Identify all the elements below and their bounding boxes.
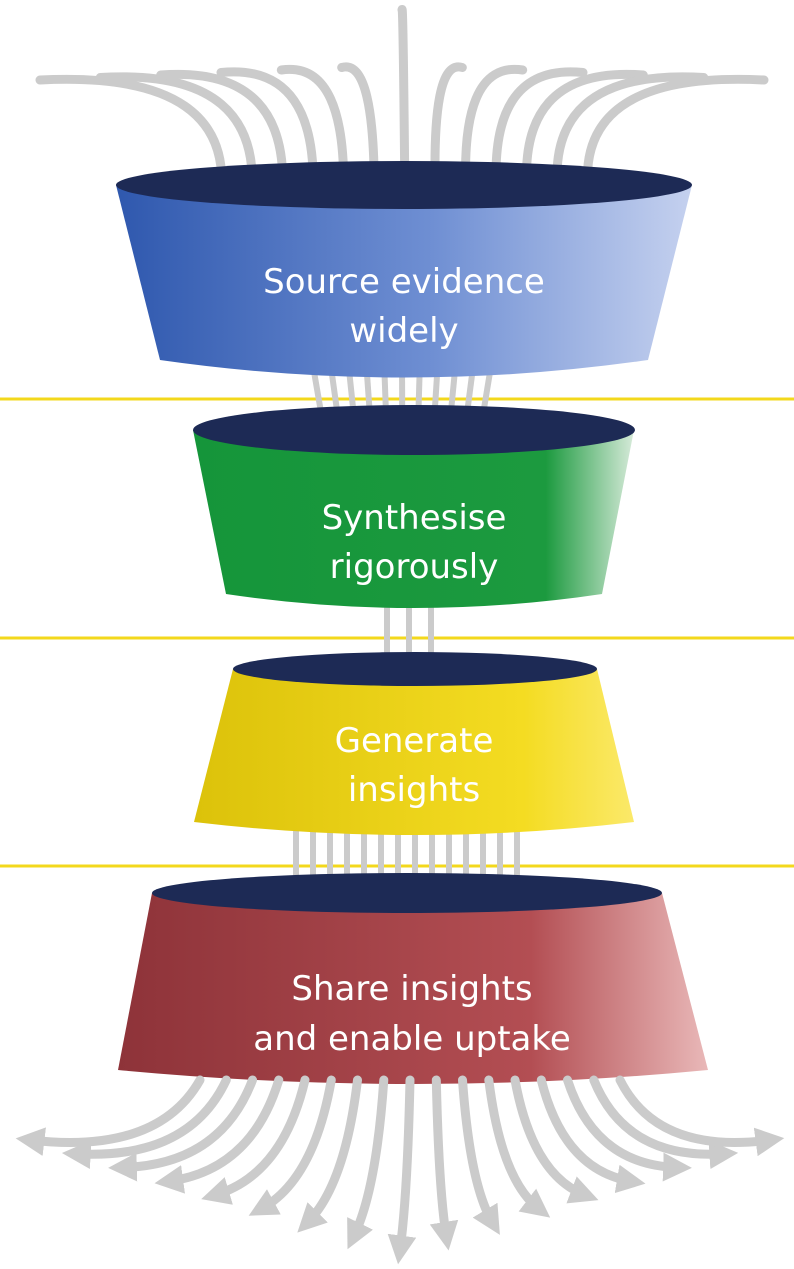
outgoing-arrow bbox=[589, 1075, 739, 1170]
incoming-flow-line bbox=[397, 5, 410, 210]
outgoing-arrow bbox=[61, 1075, 231, 1169]
stage-synthesise: Synthesise rigorously bbox=[193, 405, 635, 608]
funnel-body-generate bbox=[194, 669, 634, 835]
stage-label-line1: Source evidence bbox=[263, 262, 545, 302]
funnel-opening-generate bbox=[233, 652, 597, 686]
stage-label-line2: insights bbox=[348, 770, 480, 810]
funnel-opening-share bbox=[152, 873, 662, 913]
stage-label-line1: Synthesise bbox=[322, 498, 507, 538]
stage-label-line2: and enable uptake bbox=[253, 1019, 571, 1059]
outgoing-arrow bbox=[536, 1075, 646, 1194]
funnel-body-share-fill bbox=[118, 893, 708, 1084]
stage-label-line2: rigorously bbox=[330, 547, 499, 587]
stage-label-line2: widely bbox=[349, 311, 458, 351]
stage-label-line1: Generate bbox=[335, 721, 494, 761]
outgoing-arrow bbox=[387, 1075, 417, 1265]
outgoing-arrow bbox=[563, 1075, 692, 1182]
outgoing-arrow bbox=[510, 1075, 599, 1204]
stage-generate: Generate insights bbox=[194, 652, 634, 835]
outgoing-arrow bbox=[458, 1075, 500, 1235]
stage-source-evidence: Source evidence widely bbox=[116, 161, 692, 378]
funnel-opening-source bbox=[116, 161, 692, 209]
outgoing-arrow bbox=[347, 1075, 389, 1250]
outgoing-flow-lines bbox=[15, 1075, 785, 1265]
outgoing-arrow bbox=[248, 1075, 336, 1216]
outgoing-arrow bbox=[201, 1075, 310, 1205]
funnel-body-source bbox=[116, 185, 692, 378]
outgoing-arrow bbox=[108, 1075, 257, 1182]
outgoing-arrow bbox=[615, 1075, 785, 1157]
outgoing-arrow bbox=[484, 1075, 551, 1218]
outgoing-arrow bbox=[429, 1075, 459, 1251]
outgoing-arrow bbox=[297, 1075, 362, 1233]
funnel-opening-synthesise bbox=[193, 405, 635, 455]
outgoing-arrow bbox=[154, 1075, 284, 1194]
stage-share: Share insights and enable uptake bbox=[118, 873, 708, 1084]
stage-label-line1: Share insights bbox=[291, 969, 532, 1009]
outgoing-arrow bbox=[15, 1075, 205, 1156]
funnel-body-synthesise bbox=[193, 430, 634, 608]
